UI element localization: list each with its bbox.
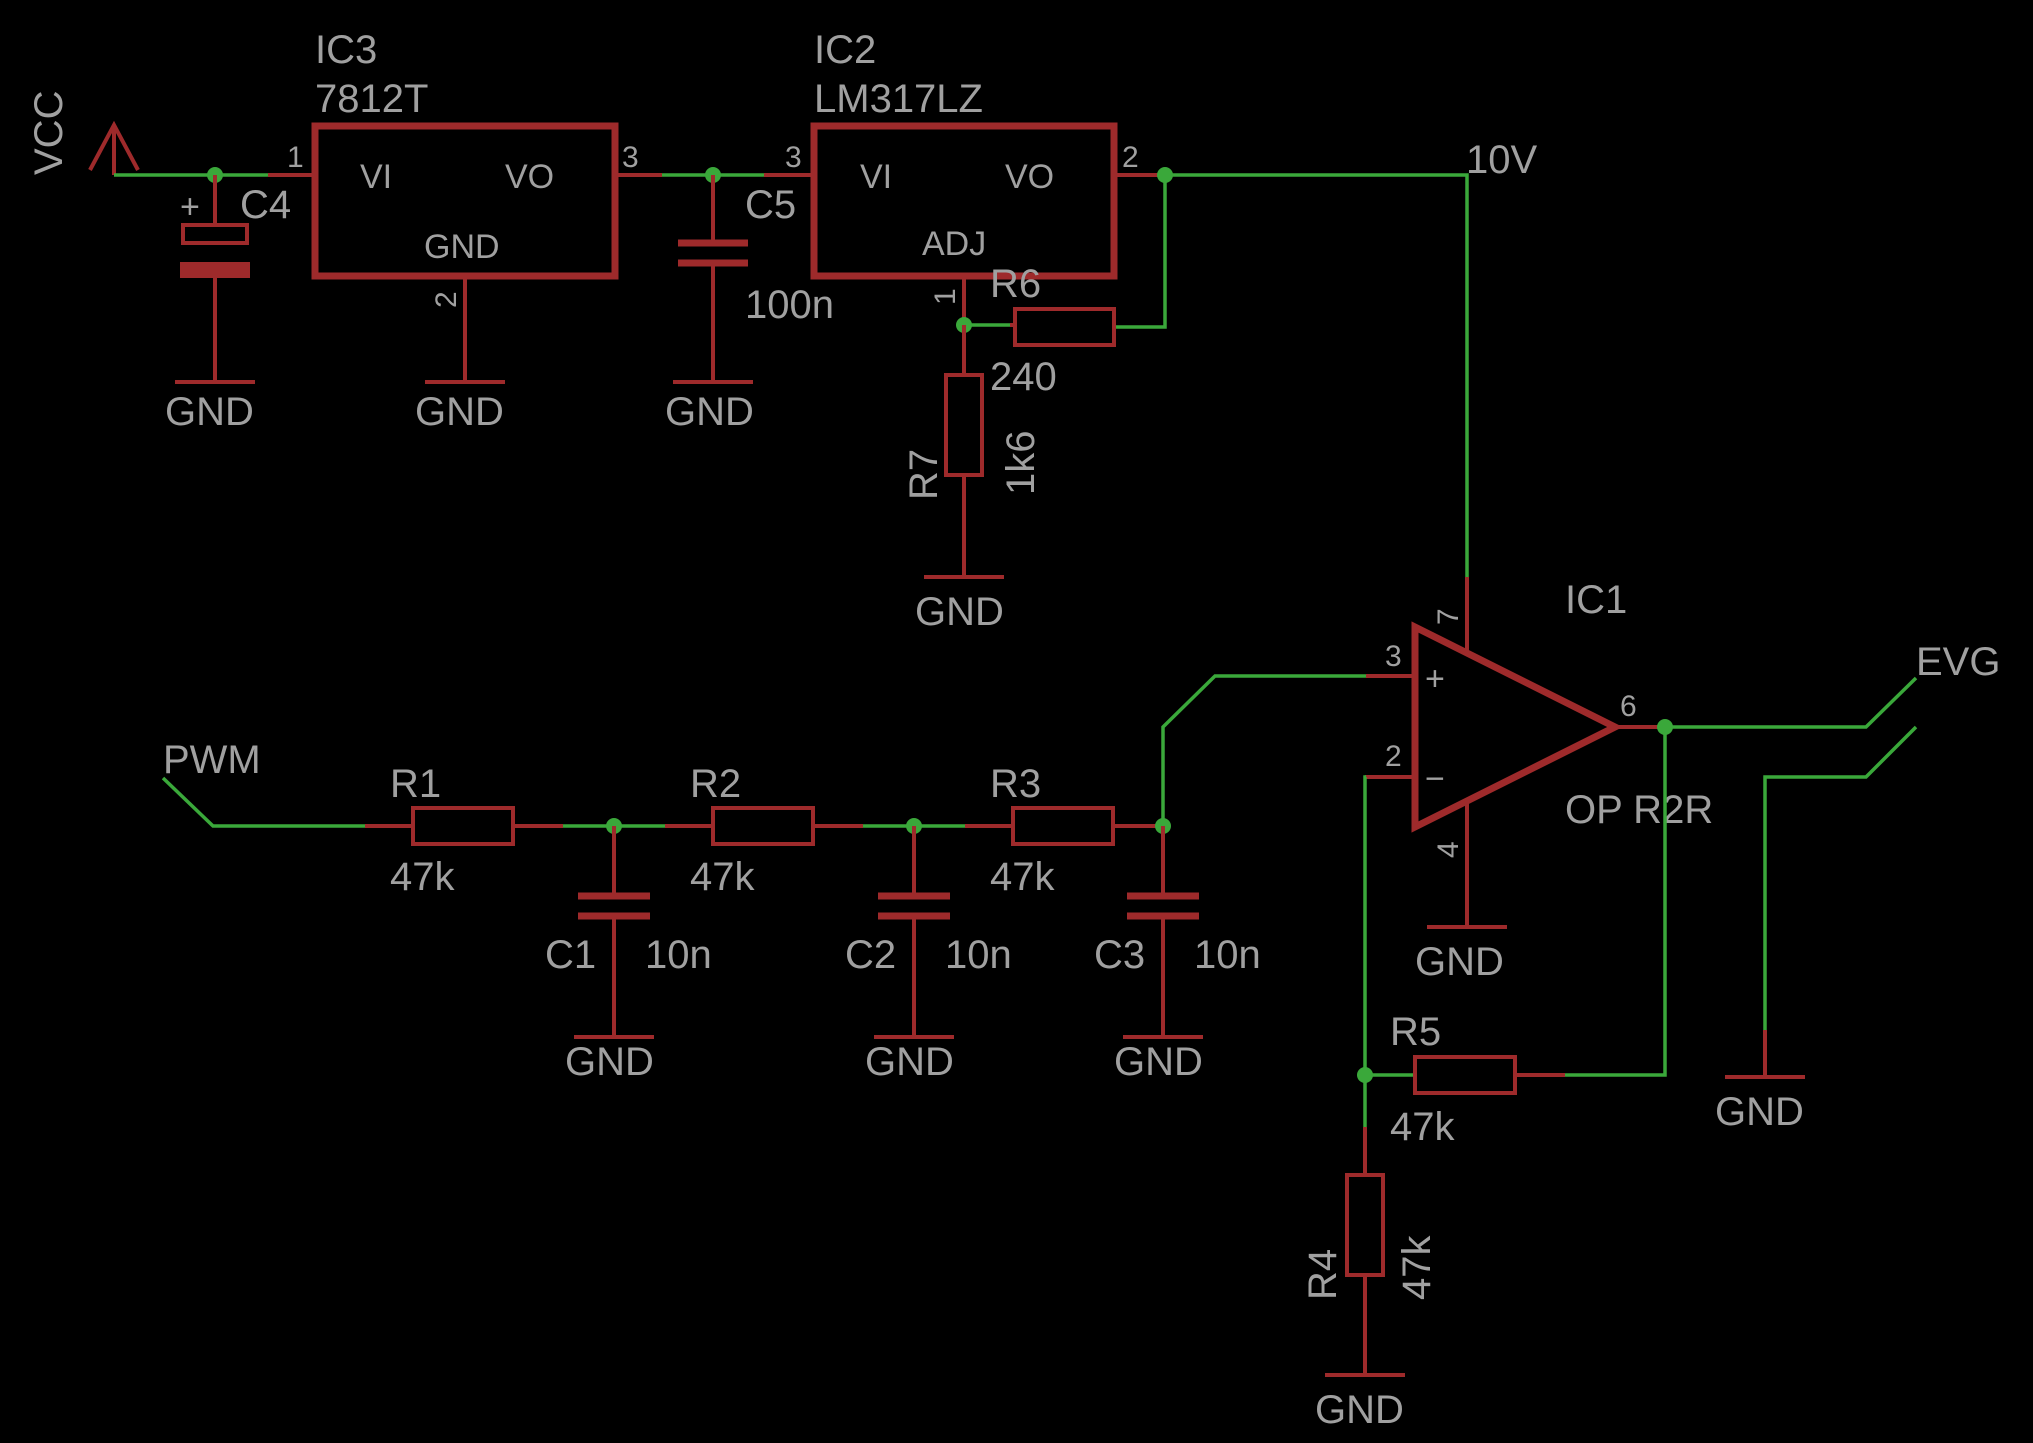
ic3-pin-gnd: 2 [430, 291, 463, 308]
r2-name: R2 [690, 762, 741, 806]
gnd-label-evg: GND [1715, 1090, 1804, 1134]
ic2-adj-label: ADJ [922, 225, 986, 263]
c4-polarity-mark: + [180, 188, 200, 226]
c3-value: 10n [1194, 933, 1261, 977]
gnd-label-c4: GND [165, 390, 254, 434]
r4-name: R4 [1301, 1249, 1345, 1300]
wire-pwm [161, 776, 365, 828]
capacitor-c5 [673, 175, 753, 384]
resistor-r6 [1010, 307, 1116, 347]
ic3-vi-label: VI [360, 158, 392, 196]
gnd-label-c3: GND [1114, 1040, 1203, 1084]
r2-value: 47k [690, 855, 755, 899]
wire-evg-gnd [1763, 725, 1918, 1030]
ic2-vo-label: VO [1005, 158, 1054, 196]
ic3-name: IC3 [315, 28, 377, 72]
evg-label: EVG [1916, 640, 2000, 684]
ic1-opamp [1366, 577, 1665, 929]
gnd-symbol-evg [1725, 1030, 1805, 1079]
ic1-pin-out: 6 [1620, 690, 1637, 723]
c2-name: C2 [845, 933, 896, 977]
resistor-r2 [665, 806, 863, 846]
gnd-label-ic1: GND [1415, 940, 1504, 984]
wire-r6-feedback [1114, 175, 1167, 329]
c4-name: C4 [240, 183, 291, 227]
ic1-pin-noninv: 3 [1385, 640, 1402, 673]
ic1-pin-vminus: 4 [1432, 841, 1465, 858]
resistor-r5 [1413, 1055, 1565, 1095]
r4-value: 47k [1395, 1235, 1439, 1300]
wire-inverting [1363, 775, 1367, 1075]
vcc-label: VCC [27, 91, 71, 175]
ic3-gnd-label: GND [424, 228, 500, 266]
r5-value: 47k [1390, 1105, 1455, 1149]
r7-value: 1k6 [999, 431, 1043, 496]
wire-opamp-out [1665, 676, 1918, 729]
gnd-label-c2: GND [865, 1040, 954, 1084]
c5-value: 100n [745, 283, 834, 327]
r7-name: R7 [902, 449, 946, 500]
c1-name: C1 [545, 933, 596, 977]
ic2-pin-out: 2 [1122, 141, 1139, 174]
ic3-value: 7812T [315, 77, 428, 121]
gnd-label-c5: GND [665, 390, 754, 434]
ic2-pin-adj: 1 [929, 288, 962, 305]
ic3-pin-in: 1 [287, 141, 304, 174]
wire-filter-out [1161, 674, 1366, 826]
capacitor-c2 [874, 826, 954, 1039]
resistor-r4 [1325, 1127, 1405, 1377]
ic2-pin-in: 3 [785, 141, 802, 174]
gnd-label-r7: GND [915, 590, 1004, 634]
ic2-vi-label: VI [860, 158, 892, 196]
ic1-plus-sign: + [1425, 660, 1445, 698]
r1-value: 47k [390, 855, 455, 899]
resistor-r3 [965, 806, 1163, 846]
c5-name: C5 [745, 183, 796, 227]
gnd-label-ic3: GND [415, 390, 504, 434]
resistor-r7 [924, 325, 1004, 579]
c3-name: C3 [1094, 933, 1145, 977]
ic1-pin-vplus: 7 [1432, 608, 1465, 625]
r6-name: R6 [990, 262, 1041, 306]
capacitor-c4 [175, 175, 255, 384]
c1-value: 10n [645, 933, 712, 977]
ic2-regulator [764, 122, 1165, 325]
ic1-name: IC1 [1565, 578, 1627, 622]
ic1-minus-sign: − [1425, 760, 1445, 798]
r6-value: 240 [990, 355, 1057, 399]
resistor-r1 [365, 806, 563, 846]
ic3-pin-out: 3 [622, 141, 639, 174]
ic3-regulator [268, 122, 662, 384]
r1-name: R1 [390, 762, 441, 806]
pwm-label: PWM [163, 738, 261, 782]
ic2-name: IC2 [814, 28, 876, 72]
ic1-pin-inv: 2 [1385, 740, 1402, 773]
ic1-value: OP R2R [1565, 788, 1713, 832]
capacitor-c3 [1123, 826, 1203, 1039]
ic3-vo-label: VO [505, 158, 554, 196]
wire-r5-out [1565, 727, 1667, 1077]
vcc-supply-symbol [88, 120, 140, 175]
gnd-label-c1: GND [565, 1040, 654, 1084]
ic2-value: LM317LZ [814, 77, 983, 121]
wire-10v-rail [1165, 173, 1469, 577]
r3-value: 47k [990, 855, 1055, 899]
r5-name: R5 [1390, 1010, 1441, 1054]
capacitor-c1 [574, 826, 654, 1039]
r3-name: R3 [990, 762, 1041, 806]
rail-10v-label: 10V [1466, 138, 1537, 182]
gnd-label-r4: GND [1315, 1388, 1404, 1432]
c2-value: 10n [945, 933, 1012, 977]
